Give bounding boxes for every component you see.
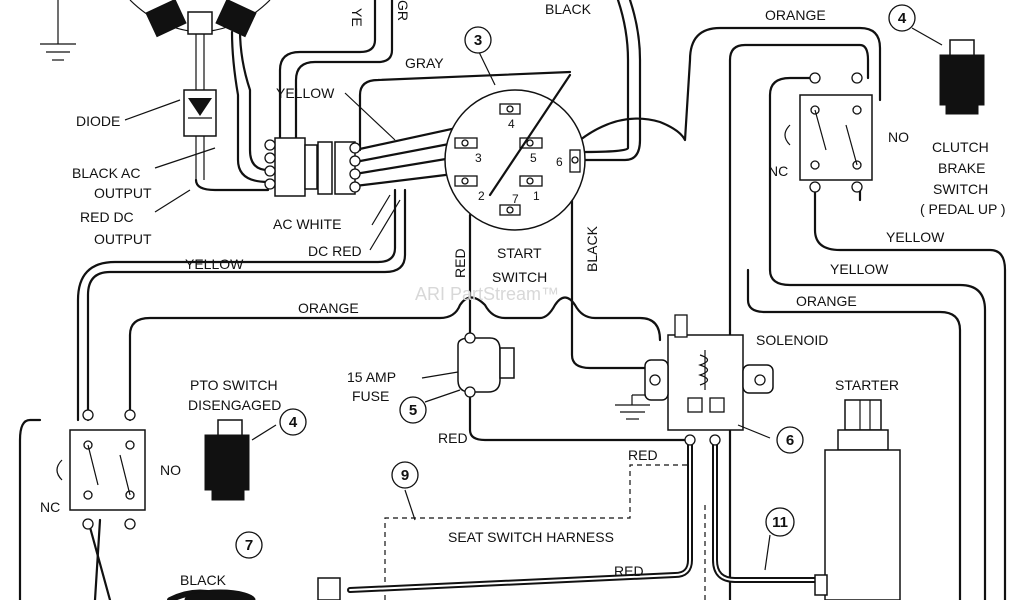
terminal-label-2: 2 [478, 189, 485, 203]
watermark-text: ARI PartStream™ [415, 284, 559, 304]
label-red-dc-output-2: OUTPUT [94, 231, 152, 247]
label-yellow-r1: YELLOW [886, 229, 945, 245]
start-switch: 4 3 5 6 2 7 1 [444, 73, 586, 231]
label-dc-red: DC RED [308, 243, 362, 259]
callout-11: 11 [765, 507, 795, 537]
callout-4-clutch: 4 [888, 4, 916, 32]
callout-9: 9 [391, 461, 419, 489]
label-solenoid: SOLENOID [756, 332, 828, 348]
callout-4-pto: 4 [279, 408, 307, 436]
pto-switch-contacts [56, 409, 146, 530]
label-red-dc-output-1: RED DC [80, 209, 134, 225]
svg-text:11: 11 [772, 514, 788, 531]
callout-7: 7 [235, 531, 263, 559]
label-red-seat: RED [628, 447, 658, 463]
label-red-vertical: RED [452, 248, 468, 278]
label-black-ac-output-2: OUTPUT [94, 185, 152, 201]
terminal-label-5: 5 [530, 151, 537, 165]
diode [183, 89, 217, 137]
label-diode: DIODE [76, 113, 120, 129]
clutch-switch-contacts [784, 72, 873, 193]
label-ac-white: AC WHITE [273, 216, 341, 232]
svg-text:6: 6 [786, 432, 794, 449]
heavy-cables [167, 437, 823, 600]
clutch-switch-plug [939, 39, 985, 115]
label-start-switch-2: SWITCH [492, 269, 547, 285]
label-pto-2: DISENGAGED [188, 397, 281, 413]
label-yellow-connector: YELLOW [276, 85, 335, 101]
label-gray: GRAY [405, 55, 444, 71]
label-red-fuse: RED [438, 430, 468, 446]
ground-symbol-top-left [40, 0, 76, 61]
label-orange-top: ORANGE [765, 7, 826, 23]
label-pto-1: PTO SWITCH [190, 377, 278, 393]
terminal-label-6: 6 [556, 155, 563, 169]
label-clutch-4: ( PEDAL UP ) [920, 201, 1006, 217]
pto-switch-plug [204, 419, 250, 501]
label-nc-clutch: NC [768, 163, 788, 179]
svg-text:4: 4 [289, 414, 298, 431]
svg-text:9: 9 [401, 467, 409, 484]
label-wire-ye: YE [349, 8, 365, 27]
svg-text:7: 7 [245, 537, 253, 554]
label-clutch-3: SWITCH [933, 181, 988, 197]
label-black-top: BLACK [545, 1, 592, 17]
label-orange-r: ORANGE [796, 293, 857, 309]
callout-6: 6 [776, 426, 804, 454]
label-fuse-1: 15 AMP [347, 369, 396, 385]
label-yellow-left: YELLOW [185, 256, 244, 272]
solenoid [644, 314, 774, 446]
label-red-bottom: RED [614, 563, 644, 579]
label-no-pto: NO [160, 462, 181, 478]
terminal-label-4: 4 [508, 117, 515, 131]
terminal-label-7: 7 [512, 192, 519, 206]
alternator-stator [129, 0, 271, 38]
label-black-bottom: BLACK [180, 572, 227, 588]
callout-3: 3 [464, 26, 492, 54]
label-black-vertical: BLACK [584, 225, 600, 272]
label-starter: STARTER [835, 377, 899, 393]
wires [18, 0, 1007, 600]
label-nc-pto: NC [40, 499, 60, 515]
labels: YE GR BLACK ORANGE GRAY YELLOW DIODE BLA… [40, 0, 1006, 588]
label-clutch-2: BRAKE [938, 160, 985, 176]
label-orange-mid: ORANGE [298, 300, 359, 316]
starter-motor [814, 399, 901, 600]
label-wire-gr: GR [395, 0, 411, 21]
label-start-switch-1: START [497, 245, 542, 261]
start-switch-body [444, 89, 586, 231]
terminal-label-1: 1 [533, 189, 540, 203]
label-no-clutch: NO [888, 129, 909, 145]
svg-text:4: 4 [898, 10, 907, 27]
svg-text:5: 5 [409, 402, 417, 419]
label-black-ac-output-1: BLACK AC [72, 165, 140, 181]
label-clutch-1: CLUTCH [932, 139, 989, 155]
terminal-label-3: 3 [475, 151, 482, 165]
label-fuse-2: FUSE [352, 388, 389, 404]
callout-5: 5 [399, 396, 427, 424]
label-yellow-r2: YELLOW [830, 261, 889, 277]
label-seat-switch-harness: SEAT SWITCH HARNESS [448, 529, 614, 545]
alternator-connector [264, 137, 361, 197]
bottom-black-part [184, 577, 341, 600]
fuse [457, 332, 515, 398]
svg-text:3: 3 [474, 32, 482, 49]
leader-lines [124, 27, 943, 571]
